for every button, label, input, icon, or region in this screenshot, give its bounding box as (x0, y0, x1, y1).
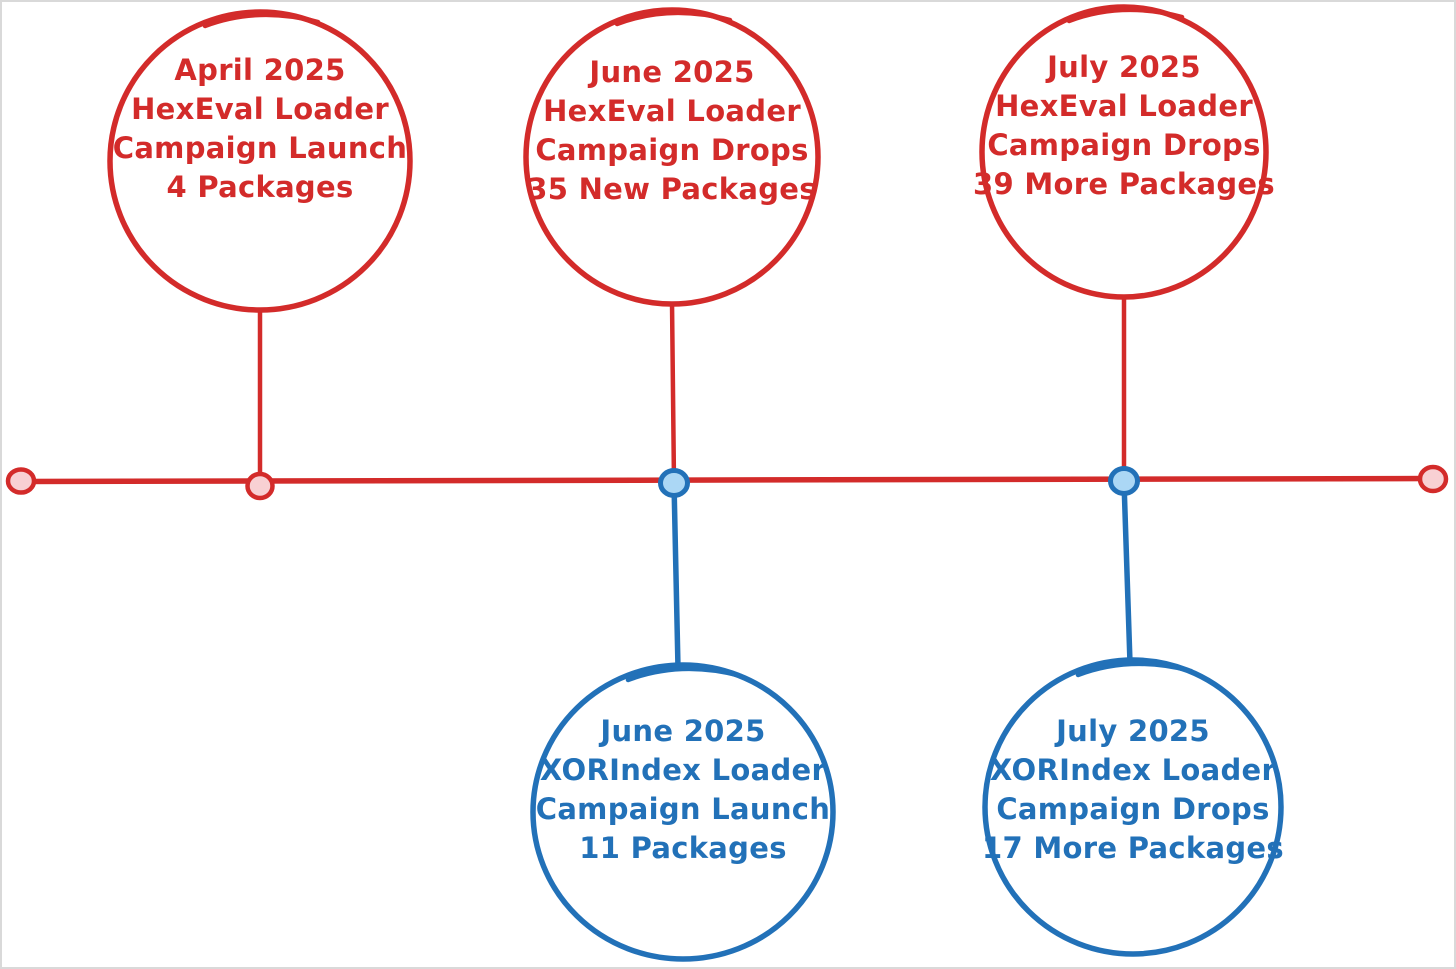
event-circle-june-hexeval (523, 7, 821, 307)
connector-june-xorindex (671, 480, 681, 671)
event-circle-july-xorindex (982, 657, 1284, 957)
timeline-april-node (245, 471, 275, 501)
event-circle-june-xorindex (530, 662, 836, 962)
timeline-line (19, 475, 1435, 485)
connector-july-xorindex (1121, 479, 1133, 666)
event-circle-april-hexeval (107, 9, 413, 313)
sketch-stroke-july-bottom (1075, 661, 1194, 678)
timeline-end-node (1417, 464, 1449, 494)
timeline-june-node (658, 468, 690, 498)
sketch-stroke-june-bottom (625, 666, 744, 683)
event-circle-july-hexeval (979, 4, 1269, 300)
sketch-stroke-july-top (1066, 7, 1185, 24)
timeline-start-node (5, 467, 37, 495)
sketch-stroke-june-top (614, 10, 733, 27)
timeline-july-node (1108, 466, 1140, 496)
connector-june-hexeval (669, 299, 677, 486)
sketch-stroke-april (202, 12, 321, 29)
